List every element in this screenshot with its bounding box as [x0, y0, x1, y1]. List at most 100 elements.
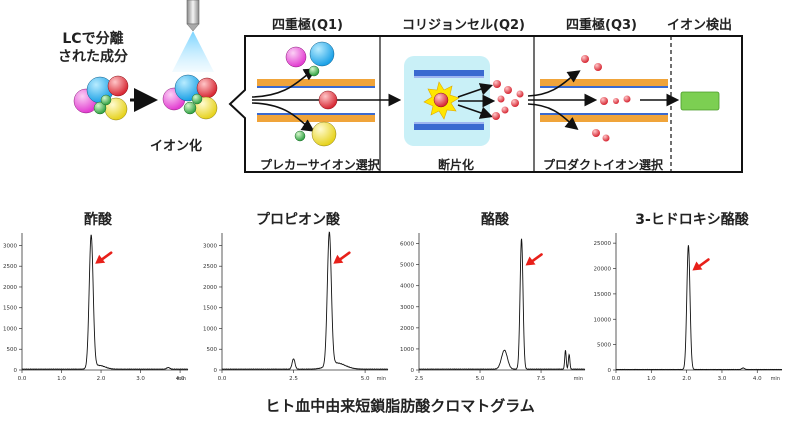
detector-label: イオン検出: [667, 18, 733, 33]
x-unit-label: min: [771, 376, 780, 382]
q1-caption: プレカーサイオン選択: [260, 158, 380, 172]
chart-title: 酢酸: [84, 212, 112, 228]
x-tick-label: 5.0: [476, 376, 485, 382]
chromatogram-trace: [615, 245, 783, 371]
axes: [21, 233, 188, 371]
x-tick-label: 2.0: [97, 376, 106, 382]
x-tick-label: 5.0: [361, 376, 370, 382]
chromatogram-3: 酪酸 0 1000 2000 3000 4000 5000 6000 2.5 5.0 7.5 min: [397, 205, 593, 390]
x-tick-label: 1.0: [57, 376, 66, 382]
chart-title: 3-ヒドロキシ酪酸: [635, 212, 749, 228]
rejected-ion-green-2: [294, 130, 306, 142]
product-ions: [581, 55, 631, 142]
x-tick-label: 2.5: [415, 376, 424, 382]
detector: [680, 91, 720, 111]
y-tick-label: 1000: [203, 326, 217, 332]
x-tick-label: 4.0: [753, 376, 762, 382]
axes: [418, 233, 585, 371]
rejected-ion-blue: [309, 41, 335, 67]
fragment-ions: [492, 80, 524, 120]
y-tick-label: 5000: [597, 343, 611, 349]
y-tick-label: 15000: [594, 292, 611, 298]
chromatogram-1: 酢酸 0 500 1000 1500 2000 2500 3000 0.0 1.0 2.0 3.0 4.…: [0, 205, 196, 390]
x-tick-label: 0.0: [218, 376, 227, 382]
y-tick-label: 1000: [400, 347, 414, 353]
x-unit-label: min: [377, 376, 386, 382]
q3-caption: プロダクトイオン選択: [543, 158, 664, 172]
axes: [221, 233, 388, 371]
input-label-line2: された成分: [58, 49, 128, 65]
y-tick-label: 1500: [203, 306, 217, 312]
chart-plot: 0 1000 2000 3000 4000 5000 6000 2.5 5.0 7.5 min: [400, 233, 586, 382]
x-tick-label: 0.0: [18, 376, 27, 382]
stage-q2-label: コリジョンセル(Q2): [402, 18, 525, 33]
chart-plot: 0 500 1000 1500 2000 2500 3000 0.0 2.5 5.0 min: [203, 231, 389, 382]
input-label-line1: LCで分離: [62, 31, 124, 47]
chromatogram-4: 3-ヒドロキシ酪酸 0 5000 10000 15000 20000 25000 0.0 1.0…: [594, 205, 790, 390]
y-tick-label: 1500: [3, 306, 17, 312]
y-tick-label: 10000: [594, 317, 611, 323]
chromatogram-trace: [221, 231, 389, 371]
y-tick-label: 2000: [400, 326, 414, 332]
x-tick-label: 2.5: [289, 376, 298, 382]
x-tick-label: 7.5: [537, 376, 546, 382]
chromatogram-trace: [21, 234, 189, 371]
y-tick-label: 500: [207, 347, 218, 353]
x-tick-label: 4.0: [176, 376, 185, 382]
y-tick-label: 2500: [3, 264, 17, 270]
stage-q3-label: 四重極(Q3): [566, 18, 637, 33]
rejected-ion-yellow: [311, 121, 337, 147]
precursor-ion: [318, 90, 338, 110]
y-tick-label: 5000: [400, 263, 414, 269]
y-tick-label: 0: [608, 368, 612, 374]
figure-caption: ヒト血中由来短鎖脂肪酸クロマトグラム: [265, 397, 535, 415]
x-unit-label: min: [574, 376, 583, 382]
y-tick-label: 3000: [400, 305, 414, 311]
chart-plot: 0 5000 10000 15000 20000 25000 0.0 1.0 2.0 3.0 4.0…: [594, 233, 783, 382]
ionization-label: イオン化: [150, 139, 203, 154]
ms-box: [228, 35, 743, 173]
y-tick-label: 2000: [203, 285, 217, 291]
chromatogram-trace: [418, 238, 586, 371]
chart-title: プロピオン酸: [256, 212, 340, 228]
x-unit-label: min: [177, 376, 186, 382]
x-tick-label: 3.0: [136, 376, 145, 382]
q2-caption: 断片化: [438, 158, 475, 172]
analyte-cluster: [73, 75, 129, 121]
y-tick-label: 500: [7, 347, 18, 353]
y-tick-label: 0: [411, 368, 415, 374]
ion-cluster: [162, 74, 218, 120]
y-tick-label: 1000: [3, 326, 17, 332]
rejected-ion-magenta: [285, 46, 307, 68]
y-tick-label: 0: [14, 368, 18, 374]
chart-title: 酪酸: [481, 212, 509, 228]
y-tick-label: 6000: [400, 242, 414, 248]
q3-rods: [540, 79, 668, 122]
axes: [615, 233, 782, 371]
collision-cell: [404, 56, 490, 146]
q1-rods: [257, 79, 375, 122]
y-tick-label: 20000: [594, 267, 611, 273]
chromatogram-2: プロピオン酸 0 500 1000 1500 2000 2500 3000 0.0 2.5 5.0 m…: [200, 205, 396, 390]
esi-needle: [172, 0, 214, 72]
y-tick-label: 4000: [400, 284, 414, 290]
x-tick-label: 2.0: [682, 376, 691, 382]
y-tick-label: 3000: [3, 243, 17, 249]
y-tick-label: 0: [214, 368, 218, 374]
rejected-ion-green: [308, 65, 320, 77]
y-tick-label: 25000: [594, 241, 611, 247]
ms-diagram: [73, 0, 743, 173]
chart-plot: 0 500 1000 1500 2000 2500 3000 0.0 1.0 2.0 3.0 4.0m…: [3, 233, 189, 382]
y-tick-label: 2000: [3, 285, 17, 291]
y-tick-label: 3000: [203, 243, 217, 249]
peak-arrow: [333, 251, 351, 264]
y-tick-label: 2500: [203, 264, 217, 270]
peak-arrow: [95, 251, 113, 264]
x-tick-label: 1.0: [647, 376, 656, 382]
x-tick-label: 0.0: [612, 376, 621, 382]
x-tick-label: 3.0: [718, 376, 727, 382]
peak-arrow: [692, 258, 710, 271]
stage-q1-label: 四重極(Q1): [272, 18, 343, 33]
peak-arrow: [525, 253, 543, 266]
